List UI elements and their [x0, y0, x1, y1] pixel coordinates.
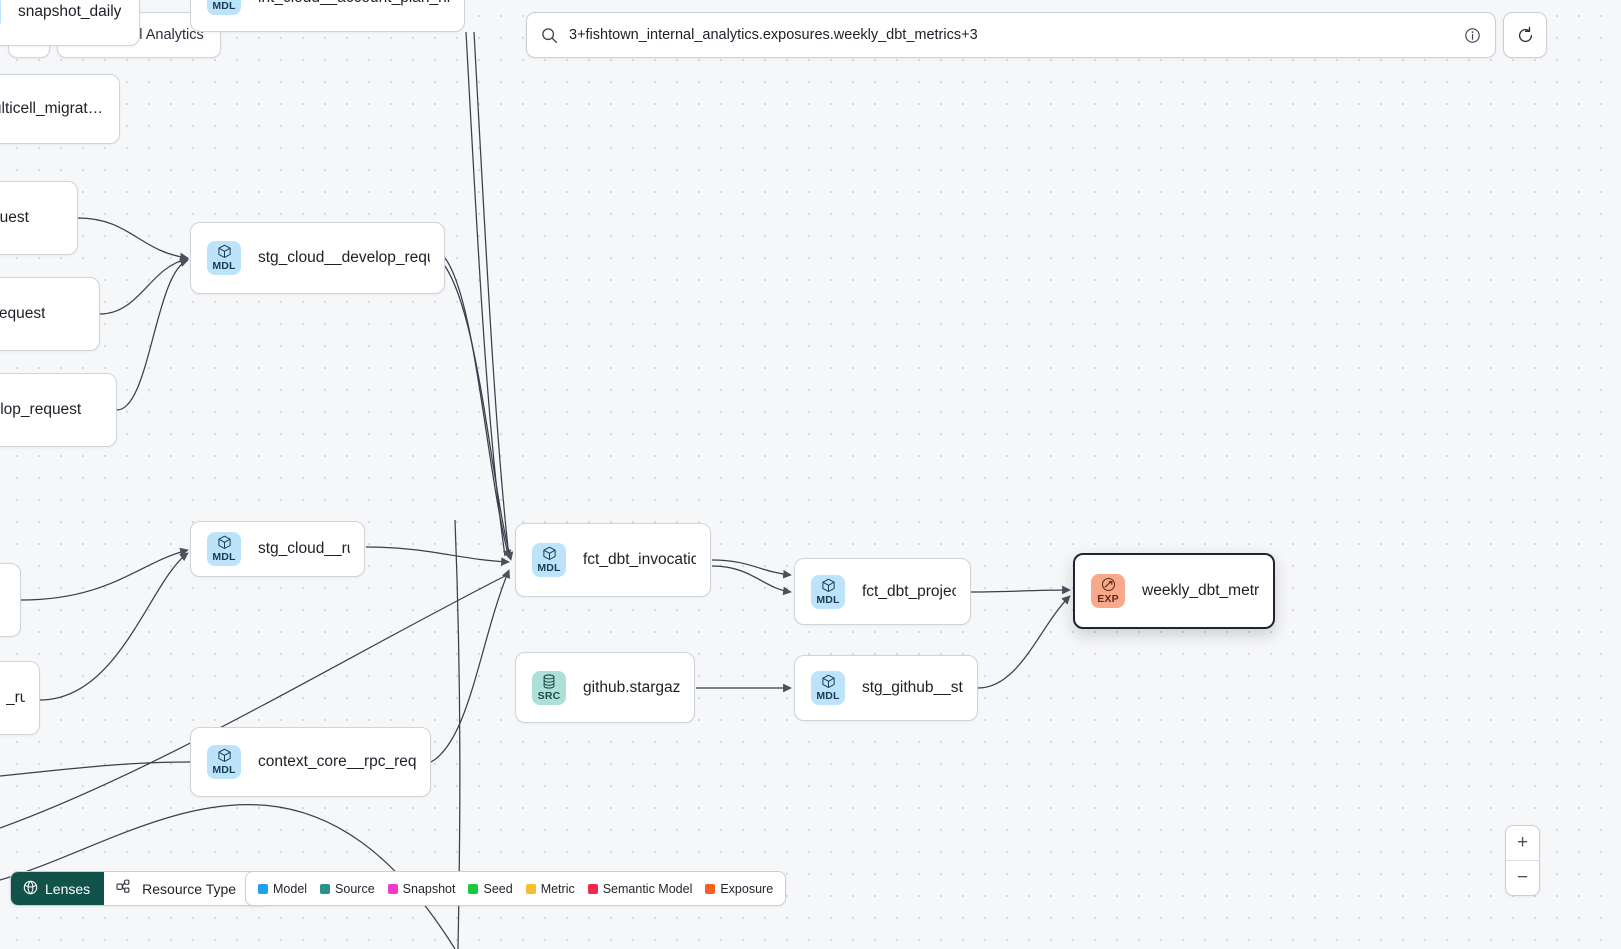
node-type-label: MDL: [537, 562, 561, 575]
cube-icon: MDL: [811, 671, 845, 705]
graph-node-multicell_migrat[interactable]: MDLmulticell_migrat…: [0, 74, 120, 144]
lenses-label: Lenses: [45, 880, 91, 897]
node-type-label: MDL: [816, 593, 840, 606]
legend-label: Metric: [540, 881, 575, 896]
legend-swatch: [587, 883, 598, 894]
resource-type-button[interactable]: Resource Type: [104, 872, 269, 905]
graph-node-int_cloud_account_plan[interactable]: MDL int_cloud__account_plan_history: [190, 0, 465, 32]
lenses-button[interactable]: Lenses: [11, 872, 105, 905]
legend-item-exposure[interactable]: Exposure: [705, 882, 773, 896]
legend-item-metric[interactable]: Metric: [525, 881, 575, 896]
graph-node-stg_github_stars[interactable]: MDL stg_github__stars: [794, 655, 978, 721]
node-label: _run: [6, 689, 25, 706]
zoom-controls: + −: [1505, 825, 1540, 896]
search-input[interactable]: [569, 27, 1464, 43]
cube-icon: MDL: [532, 543, 566, 577]
legend-label: Snapshot: [402, 881, 456, 896]
legend-item-seed[interactable]: Seed: [468, 881, 513, 896]
chart-line-icon: EXP: [1091, 574, 1125, 608]
graph-node-p_request[interactable]: MDLp_request: [0, 181, 78, 255]
graph-node-github_stargazers[interactable]: SRC github.stargazers: [515, 652, 695, 723]
node-type-label: SRC: [537, 689, 561, 702]
node-label: stg_github__stars: [862, 679, 963, 696]
legend-item-semantic-model[interactable]: Semantic Model: [587, 881, 693, 896]
graph-node-left_n[interactable]: MDLn: [0, 563, 21, 637]
node-label: github.stargazers: [583, 678, 680, 696]
node-label: snapshot_daily: [18, 3, 122, 20]
node-label: multicell_migrat…: [0, 100, 104, 117]
legend-swatch: [525, 883, 536, 894]
legend-label: Seed: [483, 881, 513, 896]
graph-node-snapshot_daily[interactable]: MDL snapshot_daily: [0, 0, 140, 46]
cube-icon: MDL: [207, 241, 241, 275]
legend-label: Source: [335, 881, 375, 896]
legend-label: Semantic Model: [602, 881, 693, 896]
zoom-in-button[interactable]: +: [1516, 832, 1529, 853]
legend-swatch: [258, 883, 268, 894]
graph-node-fct_dbt_projects[interactable]: MDL fct_dbt_projects: [794, 558, 971, 625]
node-type-label: MDL: [816, 690, 840, 703]
legend-item-model[interactable]: Model: [258, 882, 307, 896]
resource-type-icon: [116, 879, 133, 898]
legend-item-snapshot[interactable]: Snapshot: [387, 881, 456, 896]
graph-node-context_core_rpc_request[interactable]: MDL context_core__rpc_request: [190, 727, 431, 797]
search-bar[interactable]: [526, 12, 1496, 58]
node-type-label: MDL: [212, 0, 236, 13]
graph-node-left_run[interactable]: MDL_run: [0, 661, 40, 735]
refresh-button[interactable]: [1503, 12, 1547, 58]
cube-icon: MDL: [811, 574, 845, 609]
node-type-label: EXP: [1097, 593, 1119, 606]
graph-node-fct_dbt_invocations[interactable]: MDL fct_dbt_invocations: [515, 523, 711, 597]
node-label: int_cloud__account_plan_history: [258, 0, 450, 7]
cube-icon: MDL: [207, 532, 241, 566]
node-label: _develop_request: [0, 401, 82, 418]
database-icon: SRC: [532, 670, 566, 705]
node-label: stg_cloud__runs: [258, 540, 350, 557]
node-type-label: MDL: [212, 764, 236, 777]
refresh-icon: [1518, 26, 1532, 42]
resource-type-label: Resource Type: [142, 880, 237, 897]
node-label: stg_cloud__develop_requests: [258, 249, 430, 266]
legend-swatch: [468, 883, 479, 894]
graph-node-stg_cloud_runs[interactable]: MDL stg_cloud__runs: [190, 521, 365, 577]
info-icon[interactable]: [1464, 27, 1481, 44]
resource-type-legend: Model Source Snapshot Seed Metric Semantic Mo…: [245, 871, 787, 906]
graph-node-develop_request[interactable]: MDL_develop_request: [0, 373, 117, 447]
legend-swatch: [320, 883, 331, 894]
cube-icon: MDL: [207, 745, 241, 779]
cube-icon: MDL: [207, 0, 241, 15]
legend-swatch: [705, 883, 716, 894]
node-label: fct_dbt_invocations: [583, 551, 696, 568]
node-label: p_request: [0, 209, 29, 226]
graph-node-weekly_dbt_metrics[interactable]: EXP weekly_dbt_metrics: [1073, 553, 1275, 629]
legend-item-source[interactable]: Source: [320, 882, 375, 896]
node-type-label: MDL: [212, 260, 236, 273]
zoom-out-button[interactable]: −: [1506, 860, 1539, 895]
cube-icon: MDL: [0, 0, 1, 29]
search-icon: [541, 27, 558, 44]
legend-swatch: [387, 883, 398, 894]
graph-node-velop_request[interactable]: MDLvelop_request: [0, 277, 100, 351]
node-label: context_core__rpc_request: [258, 753, 416, 770]
node-label: weekly_dbt_metrics: [1142, 582, 1259, 599]
node-label: velop_request: [0, 305, 46, 322]
graph-node-stg_cloud_develop_requests[interactable]: MDL stg_cloud__develop_requests: [190, 222, 445, 294]
legend-label: Model: [273, 881, 308, 896]
lenses-toolbar: Lenses Resource Type: [10, 871, 270, 906]
node-type-label: MDL: [212, 551, 236, 564]
legend-label: Exposure: [720, 881, 774, 896]
lens-icon: [23, 880, 38, 898]
node-label: fct_dbt_projects: [862, 582, 956, 600]
